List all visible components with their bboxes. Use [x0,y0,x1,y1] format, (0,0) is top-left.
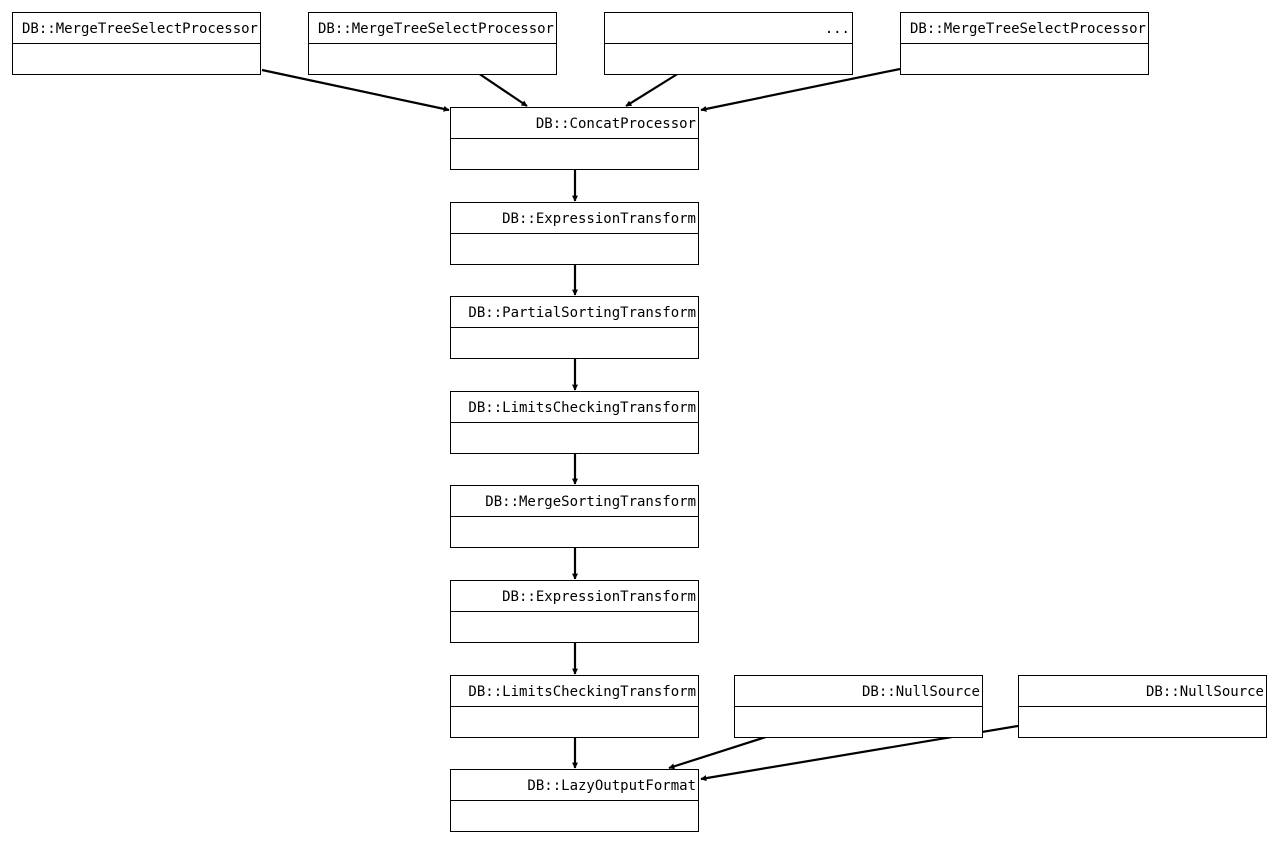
node-title: ... [825,21,850,37]
edge-src3-to-concat [625,72,680,107]
node-title: DB::ConcatProcessor [536,116,696,132]
edge-src1-to-concat [261,68,450,112]
node-output[interactable]: DB::LazyOutputFormat [450,769,699,832]
node-psort[interactable]: DB::PartialSortingTransform [450,296,699,359]
edge-src2-to-concat [477,72,528,107]
node-title: DB::MergeSortingTransform [485,494,696,510]
node-src4[interactable]: DB::MergeTreeSelectProcessor [900,12,1149,75]
edge-src4-to-concat [700,67,901,112]
node-title: DB::ExpressionTransform [502,589,696,605]
node-limits1[interactable]: DB::LimitsCheckingTransform [450,391,699,454]
node-title: DB::MergeTreeSelectProcessor [318,21,554,37]
node-title: DB::PartialSortingTransform [468,305,696,321]
node-limits2[interactable]: DB::LimitsCheckingTransform [450,675,699,738]
node-title: DB::NullSource [862,684,980,700]
node-title: DB::LazyOutputFormat [527,778,696,794]
node-title: DB::LimitsCheckingTransform [468,684,696,700]
node-title: DB::NullSource [1146,684,1264,700]
node-title: DB::MergeTreeSelectProcessor [910,21,1146,37]
node-null1[interactable]: DB::NullSource [734,675,983,738]
node-expr2[interactable]: DB::ExpressionTransform [450,580,699,643]
node-title: DB::LimitsCheckingTransform [468,400,696,416]
node-src2[interactable]: DB::MergeTreeSelectProcessor [308,12,557,75]
node-title: DB::ExpressionTransform [502,211,696,227]
edge-null1-to-output [668,735,767,770]
node-src1[interactable]: DB::MergeTreeSelectProcessor [12,12,261,75]
nodes-layer: DB::MergeTreeSelectProcessor DB::MergeTre… [12,12,1267,832]
node-concat[interactable]: DB::ConcatProcessor [450,107,699,170]
node-expr1[interactable]: DB::ExpressionTransform [450,202,699,265]
node-title: DB::MergeTreeSelectProcessor [22,21,258,37]
node-src3[interactable]: ... [604,12,853,75]
node-null2[interactable]: DB::NullSource [1018,675,1267,738]
node-msort[interactable]: DB::MergeSortingTransform [450,485,699,548]
